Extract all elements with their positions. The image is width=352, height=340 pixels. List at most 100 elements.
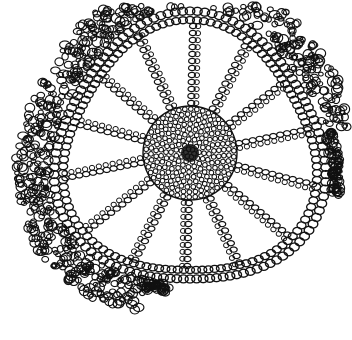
core-cell (176, 124, 181, 129)
core-cell (197, 184, 202, 189)
core-cell (169, 179, 174, 184)
rim-cell (136, 261, 145, 268)
core-cell (174, 182, 179, 187)
core-cell (171, 134, 176, 139)
core-cell (186, 137, 191, 142)
core-cell (144, 147, 149, 152)
core-cell (149, 130, 154, 135)
core-cell (212, 149, 217, 154)
core-cell (153, 169, 158, 174)
core-cell (232, 155, 237, 160)
core-cell (179, 173, 184, 178)
core-cell (226, 141, 231, 146)
core-cell (144, 153, 149, 158)
core-cell (185, 175, 190, 180)
septum-cell (262, 175, 267, 180)
core-cell (209, 170, 214, 175)
core-cell (187, 195, 192, 200)
core-cell (171, 174, 176, 179)
core-cell (231, 143, 236, 148)
core-cell (181, 163, 186, 168)
rim-cell (247, 29, 257, 37)
core-cell (211, 155, 216, 160)
core-cell (198, 167, 203, 172)
core-cell (218, 175, 223, 180)
core-cell (208, 178, 213, 183)
cortex-cell (325, 71, 334, 77)
core-cell (224, 135, 229, 140)
septum-cell (97, 128, 104, 133)
core-cell (146, 165, 151, 170)
core-cell (209, 132, 214, 137)
core-cell (174, 114, 179, 119)
core-cell (210, 143, 215, 148)
rim-cell (278, 242, 287, 249)
core-cell (210, 189, 215, 194)
core-cell (217, 148, 222, 153)
cortex-cell (130, 306, 139, 314)
core-cell (155, 142, 160, 147)
core-cell (166, 113, 171, 118)
core-cell (176, 177, 181, 182)
cortex-cell (94, 15, 101, 21)
rim-cell (253, 46, 262, 53)
core-cell (231, 161, 236, 166)
core-cell (186, 165, 191, 170)
core-cell (161, 116, 166, 121)
septum-cell (285, 136, 290, 141)
core-cell (212, 126, 217, 131)
septum-cell (131, 157, 136, 162)
rim-cell (258, 50, 267, 57)
rim-cell (258, 38, 268, 46)
core-cell (166, 162, 171, 167)
core-cell (194, 122, 199, 127)
core-cell (189, 107, 194, 112)
core-cell (192, 164, 197, 169)
core-cell (164, 156, 169, 161)
core-cell (175, 188, 180, 193)
rim-cell (225, 272, 235, 280)
rim-cell (312, 163, 321, 170)
rim-cell (128, 37, 137, 44)
core-cell (173, 120, 178, 125)
core-cell (197, 173, 202, 178)
septum-cell (106, 125, 111, 130)
core-cell (193, 194, 198, 199)
core-cell (163, 127, 168, 132)
core-cell (181, 139, 186, 144)
core-cell (205, 127, 210, 132)
core-cell (200, 109, 205, 114)
core-cell (149, 146, 154, 151)
rim-cell (246, 267, 256, 275)
core-cell (227, 153, 232, 158)
septum-cell (124, 163, 131, 168)
rim-cell (123, 41, 132, 48)
rim-cell (99, 246, 108, 253)
septum-cell (131, 162, 138, 167)
core-cell (185, 185, 190, 190)
rim-cell (295, 238, 305, 246)
core-cell (191, 185, 196, 190)
core-cell (155, 180, 160, 185)
core-cell (199, 193, 204, 198)
core-cell (154, 148, 159, 153)
core-cell (175, 193, 180, 198)
core-cell (184, 117, 189, 122)
cortex-cell (316, 49, 326, 58)
core-cell (197, 140, 202, 145)
core-cell (145, 141, 150, 146)
core-cell (207, 152, 212, 157)
septum-cell (69, 170, 74, 175)
core-cell (177, 135, 182, 140)
septum-cell (137, 156, 142, 161)
core-cell (179, 113, 184, 118)
core-cell (206, 146, 211, 151)
core-cell (183, 132, 188, 137)
core-cell (227, 131, 232, 136)
septum-cell (299, 133, 304, 138)
septum-cell (117, 165, 124, 170)
septum-cell (111, 131, 118, 136)
septum-cell (69, 174, 76, 179)
core-cell (194, 179, 199, 184)
